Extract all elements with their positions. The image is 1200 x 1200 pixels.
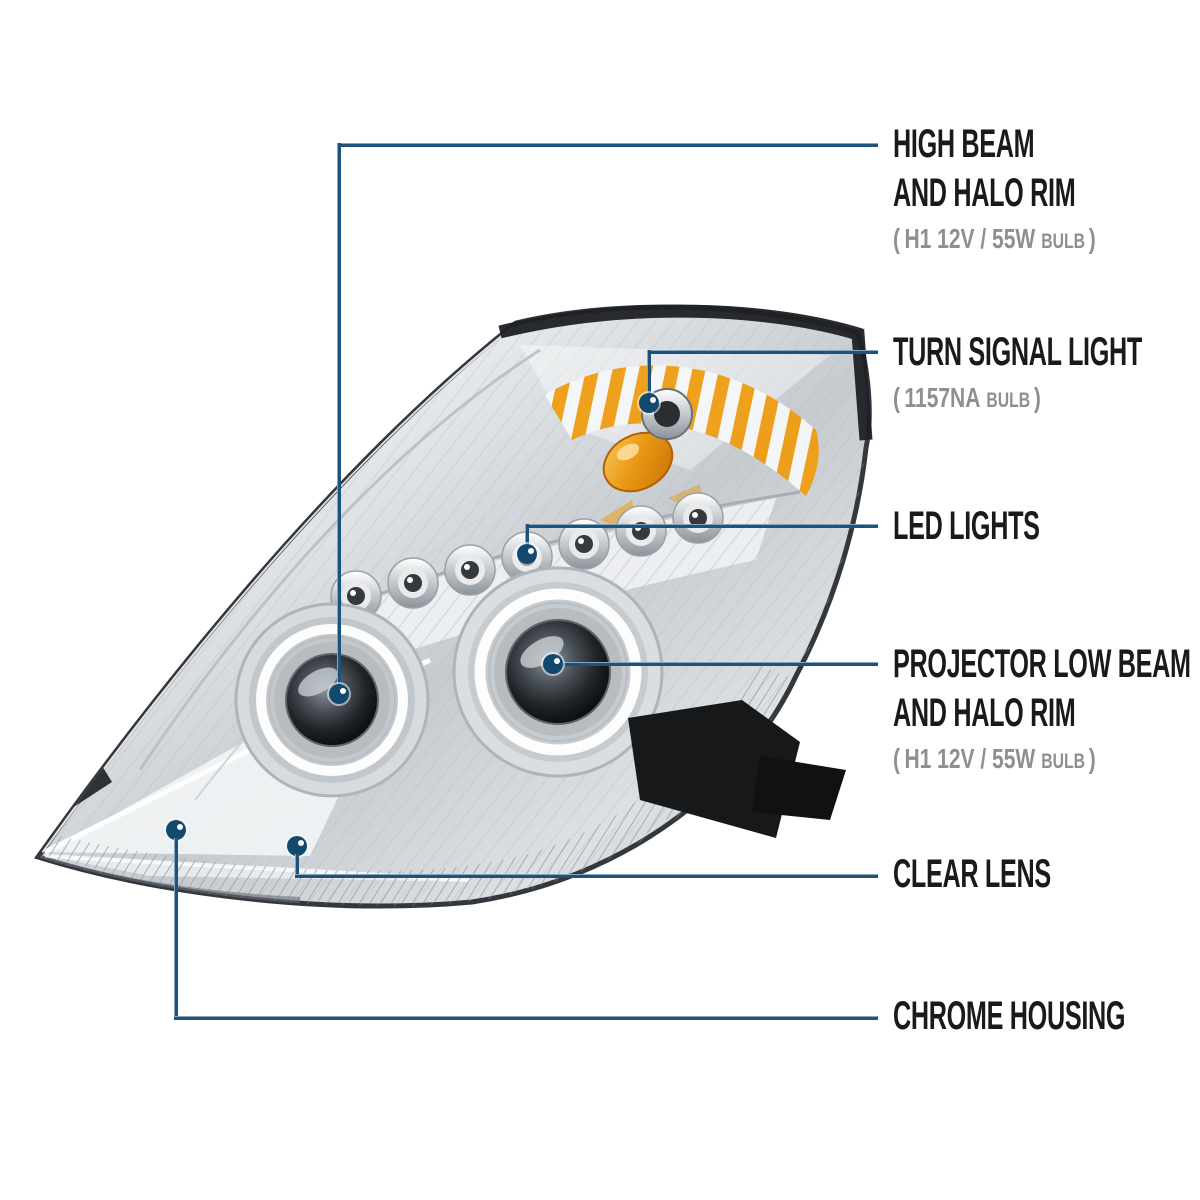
- callout-dot-turn-signal: [639, 393, 659, 413]
- callout-label-chrome-housing: CHROME HOUSING: [893, 996, 1198, 1045]
- led-light: [387, 557, 439, 609]
- callout-line-turn-signal-vertical: [647, 350, 651, 395]
- reflector-edge: [138, 348, 541, 771]
- callout-line-projector-horizontal: [553, 662, 878, 666]
- callout-line-chrome-housing-horizontal: [174, 1016, 878, 1020]
- callout-label-projector: PROJECTOR LOW BEAM AND HALO RIM (H1 12V …: [893, 644, 1198, 779]
- callout-title: CHROME HOUSING: [893, 994, 1126, 1038]
- callout-line-led-vertical: [525, 524, 529, 546]
- callout-line-high-beam-horizontal: [337, 143, 878, 147]
- callout-dot-chrome-housing: [166, 820, 186, 840]
- callout-title: PROJECTOR LOW BEAM: [893, 642, 1191, 686]
- halo-rim: [474, 588, 642, 756]
- high-beam-projector: [234, 602, 430, 798]
- callout-line-turn-signal-horizontal: [647, 350, 878, 354]
- callout-dot-led: [517, 544, 537, 564]
- callout-title: HIGH BEAM: [893, 122, 1035, 166]
- halo-rim: [256, 624, 408, 776]
- led-light: [558, 518, 610, 570]
- clear-lens-ribs: [45, 664, 792, 904]
- callout-dot-high-beam: [329, 684, 349, 704]
- turn-signal-bulb: [602, 431, 674, 493]
- led-light: [672, 492, 724, 544]
- mounting-bracket: [628, 700, 846, 838]
- callout-label-clear-lens: CLEAR LENS: [893, 854, 1198, 903]
- led-light: [444, 544, 496, 596]
- callout-line-led-horizontal: [525, 524, 878, 528]
- callout-line-clear-lens-horizontal: [295, 874, 878, 878]
- callout-title: AND HALO RIM: [893, 691, 1076, 735]
- callout-dot-clear-lens: [287, 836, 307, 856]
- callout-label-led: LED LIGHTS: [893, 506, 1198, 555]
- led-light: [615, 505, 667, 557]
- callout-title: AND HALO RIM: [893, 171, 1076, 215]
- callout-title: TURN SIGNAL LIGHT: [893, 330, 1142, 374]
- callout-line-chrome-housing-vertical: [174, 838, 178, 1020]
- callout-line-clear-lens-vertical: [295, 854, 299, 878]
- callout-title: CLEAR LENS: [893, 852, 1051, 896]
- callout-title: LED LIGHTS: [893, 504, 1040, 548]
- callout-line-high-beam-vertical: [337, 143, 341, 684]
- callout-dot-projector: [543, 654, 563, 674]
- top-trim: [498, 304, 873, 441]
